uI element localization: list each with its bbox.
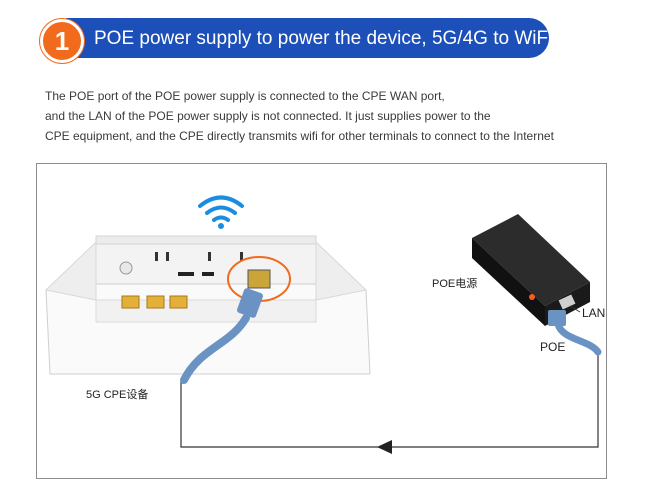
description-line: The POE port of the POE power supply is … [45, 89, 445, 103]
cpe-device-label: 5G CPE设备 [86, 389, 149, 401]
poe-power-label: POE电源 [432, 278, 478, 290]
description: The POE port of the POE power supply is … [45, 86, 554, 146]
poe-adapter-illustration [472, 214, 590, 326]
section-title: POE power supply to power the device, 5G… [94, 28, 553, 49]
poe-label: POE [540, 340, 566, 354]
step-number-badge: 1 [40, 19, 84, 63]
wifi-icon [198, 195, 244, 229]
diagram-frame [36, 163, 607, 479]
description-line: and the LAN of the POE power supply is n… [45, 109, 491, 123]
lan-label: LAN [582, 306, 606, 320]
cpe-device-illustration [44, 235, 371, 375]
ethernet-cable-poe [548, 310, 602, 356]
ethernet-cable-cpe [180, 288, 263, 384]
lan-pointer-line [569, 305, 581, 313]
header-bar [66, 18, 549, 58]
flow-arrow-icon [377, 440, 392, 454]
description-line: CPE equipment, and the CPE directly tran… [45, 129, 554, 143]
